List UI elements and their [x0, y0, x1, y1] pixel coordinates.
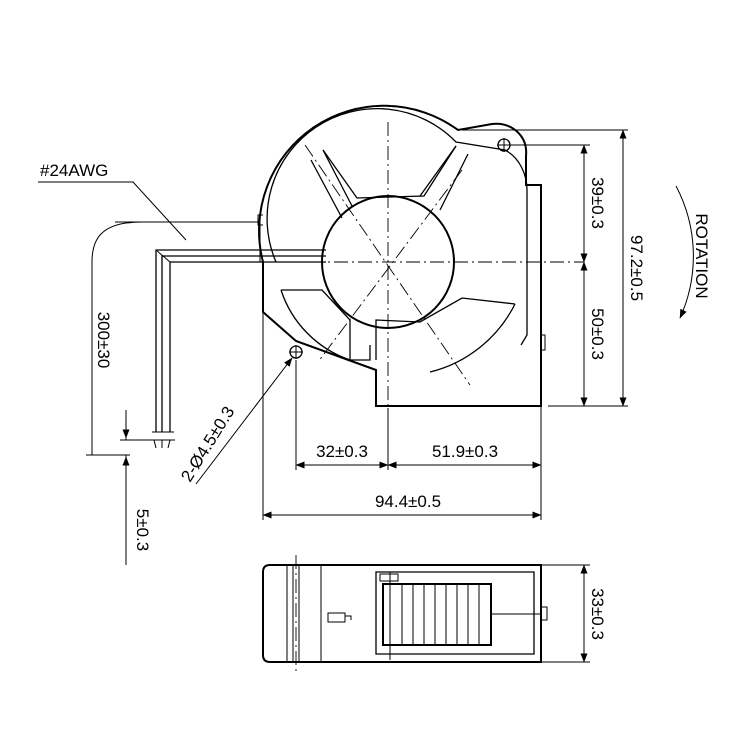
inner-wall — [266, 107, 528, 346]
wire-ends — [152, 431, 174, 449]
centerline-diag-2 — [317, 169, 463, 363]
wire-gauge-callout: #24AWG — [38, 161, 187, 241]
rib-left — [310, 149, 353, 219]
dim-51-9-label: 51.9±0.3 — [432, 442, 498, 461]
housing-outline — [258, 104, 542, 407]
lower-arc-right — [429, 303, 516, 373]
side-outline — [262, 564, 542, 663]
hole-callout-label: 2-Ø4.5±0.3 — [177, 403, 238, 485]
lead-wires — [152, 249, 326, 449]
dim-wire-strip-label: 5±0.3 — [133, 509, 152, 551]
dim-wire-length-label: 300±30 — [94, 312, 113, 369]
mount-hole-top — [497, 138, 511, 152]
dim-vertical: 39±0.3 50±0.3 97.2±0.5 — [462, 129, 646, 407]
dim-50-label: 50±0.3 — [588, 308, 607, 360]
rotation-indicator: ROTATION — [675, 185, 711, 319]
lower-arc — [280, 289, 371, 361]
lower-rib-left — [281, 289, 351, 360]
blower-window — [382, 583, 492, 646]
lower-rib-right — [375, 297, 516, 360]
wire-3 — [155, 249, 326, 432]
wire-1 — [169, 261, 326, 432]
dim-39-label: 39±0.3 — [588, 177, 607, 229]
dim-height: 33±0.3 — [541, 564, 607, 663]
dim-horizontal: 32±0.3 51.9±0.3 94.4±0.5 — [262, 312, 542, 520]
fan-side-view — [262, 555, 548, 672]
wire-2 — [161, 255, 326, 432]
rotation-label: ROTATION — [692, 213, 711, 298]
dim-wire-length: 300±30 — [86, 221, 261, 456]
dim-33-label: 33±0.3 — [588, 588, 607, 640]
wire-gauge-label: #24AWG — [40, 161, 108, 180]
centerline-diag-1 — [304, 144, 471, 386]
blower-blades — [401, 584, 480, 645]
dim-wire-strip: 5±0.3 — [120, 410, 175, 565]
wire-bundle — [155, 249, 171, 263]
mount-hole-bottom — [289, 345, 303, 359]
rotation-arrow — [675, 185, 694, 319]
fan-top-view — [257, 104, 584, 408]
side-tab — [541, 334, 546, 351]
rib-right — [419, 145, 469, 211]
dim-97-2-label: 97.2±0.5 — [627, 235, 646, 301]
hole-callout: 2-Ø4.5±0.3 — [177, 357, 293, 485]
dim-32-label: 32±0.3 — [316, 442, 368, 461]
dim-94-4-label: 94.4±0.5 — [375, 492, 441, 511]
rib-top — [322, 145, 457, 199]
